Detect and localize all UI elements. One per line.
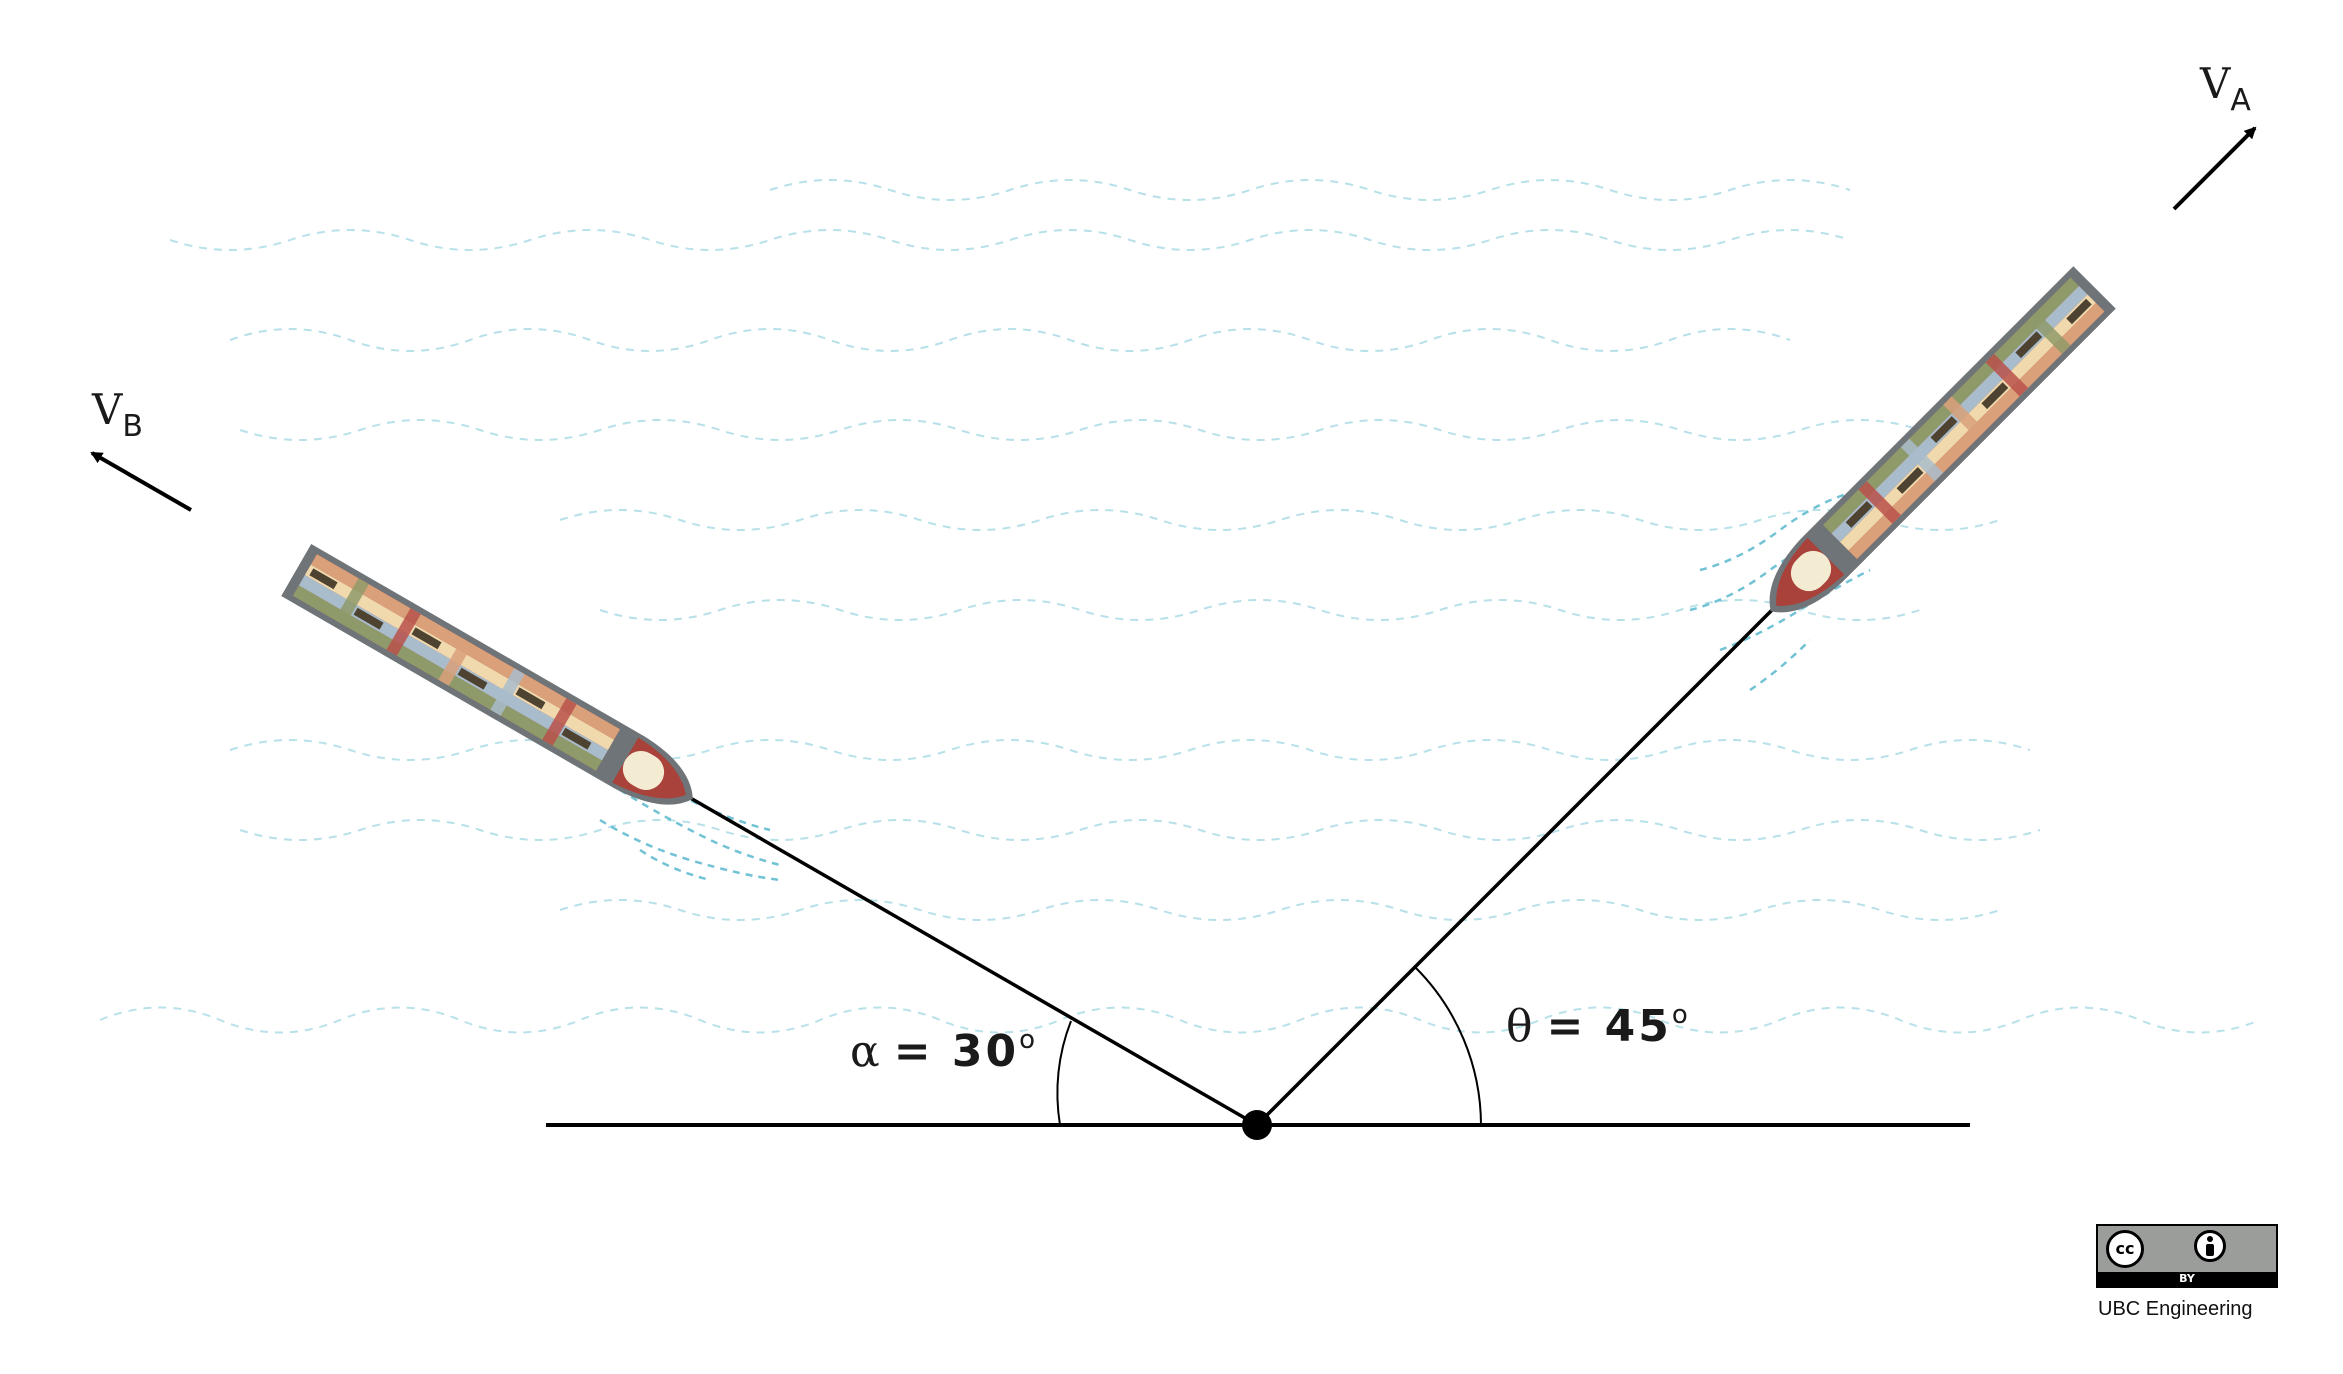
water-ripple bbox=[169, 229, 1851, 251]
water-ripple bbox=[99, 1006, 2261, 1034]
ship-a bbox=[1749, 266, 2116, 633]
ship-a-wake bbox=[1689, 488, 1871, 692]
velocity-b-arrow bbox=[90, 451, 192, 512]
water-ripple bbox=[769, 179, 1851, 201]
water-ripple bbox=[239, 419, 1921, 441]
water-ripple bbox=[229, 739, 2031, 761]
water-ripple bbox=[229, 328, 1791, 352]
cc-by-license: cc BY UBC Engineering bbox=[2096, 1224, 2296, 1321]
cc-by-badge: cc BY bbox=[2096, 1224, 2278, 1288]
water-ripples bbox=[99, 179, 2261, 1034]
by-strip: BY bbox=[2098, 1272, 2276, 1286]
ship-b bbox=[281, 544, 708, 825]
person-icon bbox=[2194, 1230, 2226, 1262]
origin-point bbox=[1242, 1110, 1272, 1140]
credit-text: UBC Engineering bbox=[2098, 1298, 2253, 1320]
water-ripple bbox=[239, 819, 2041, 841]
theta-angle-label: θ= 45o bbox=[1506, 1000, 1688, 1052]
alpha-angle-arc bbox=[1056, 1020, 1072, 1126]
velocity-a-label: VA bbox=[2199, 59, 2251, 118]
water-ripple bbox=[599, 599, 1921, 621]
velocity-a-arrow bbox=[2172, 126, 2257, 211]
velocity-b-label: VB bbox=[91, 385, 143, 444]
water-ripple bbox=[559, 509, 2001, 531]
ship-a-path-line bbox=[1255, 538, 1844, 1127]
cc-icon: cc bbox=[2106, 1230, 2144, 1268]
water-ripple bbox=[559, 899, 2001, 921]
ship-b-path-line bbox=[601, 745, 1258, 1127]
alpha-angle-label: α= 30o bbox=[850, 1025, 1035, 1077]
theta-angle-arc bbox=[1414, 966, 1482, 1126]
